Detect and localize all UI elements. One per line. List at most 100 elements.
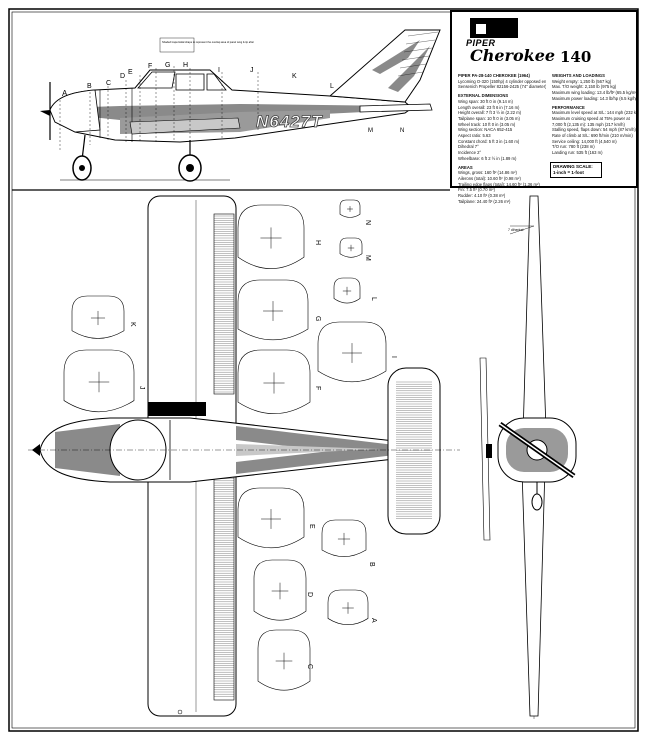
spec-line: Ailerons (total): 10.60 ft² (0.98 m²) — [458, 175, 521, 181]
spec-line: Wings, gross: 160 ft² (14.86 m²) — [458, 170, 517, 176]
spec-line: AREAS — [458, 164, 473, 170]
station-k: K — [292, 73, 297, 80]
spec-line: Wing span: 30 ft 0 in (9.14 m) — [458, 98, 513, 104]
spec-line: Aspect ratio: 5.63 — [458, 133, 491, 139]
rib-label: A — [370, 618, 377, 623]
front-propeller-arc — [499, 423, 575, 477]
drawing-border-inner — [11, 11, 636, 729]
rib-label: D — [306, 592, 313, 597]
spec-line: Max. T/O weight: 2,150 lb (975 kg) — [552, 84, 617, 90]
dihedral-ref-2 — [509, 225, 535, 235]
spec-line: PERFORMANCE — [552, 104, 585, 110]
spec-line: Sensenich Propeller 82156-2425 (74" diam… — [458, 84, 546, 90]
rib-label: I — [390, 356, 397, 358]
front-view: 7 dihedral — [479, 195, 577, 720]
rib-label: K — [129, 322, 136, 327]
rib-label: J — [138, 386, 145, 390]
side-stripe — [60, 104, 405, 120]
spec-line: Fin: 7.5 ft² (0.70 m²) — [458, 187, 495, 193]
rib-label: B — [368, 562, 375, 567]
rib-label: H — [314, 240, 321, 245]
scale-box: DRAWING SCALE: 1-inch = 1-foot — [550, 162, 602, 178]
model-name: Cherokee — [470, 46, 556, 65]
note-box — [159, 37, 195, 53]
spec-line: Wheel track: 10 ft 0 in (3.05 m) — [458, 121, 516, 127]
station-a: A — [62, 89, 68, 98]
drawing-border — [8, 8, 639, 732]
note-text: Shaded trapezoidal shape to represent th… — [162, 40, 254, 44]
piper-logo-icon — [470, 18, 518, 38]
front-stabilator — [479, 357, 491, 541]
rib-label: C — [306, 664, 313, 669]
spec-line: PIPER PA-28-140 CHEROKEE (1964) — [458, 73, 530, 78]
spec-line: WEIGHTS AND LOADINGS — [552, 73, 605, 78]
station-n: N — [400, 128, 404, 134]
fin-stripe-1 — [372, 40, 420, 74]
station-b: B — [87, 83, 92, 90]
rib-label: E — [308, 524, 315, 529]
station-m: M — [368, 128, 373, 134]
spec-line: Landing run: 535 ft (163 m) — [552, 150, 603, 156]
station-f: F — [148, 63, 152, 70]
scale-value: 1-inch = 1-foot — [553, 170, 584, 175]
top-view — [28, 195, 460, 717]
top-stabilator — [387, 367, 441, 535]
spec-line: Service ceiling: 14,000 ft (4,540 m) — [552, 138, 617, 144]
station-i: I — [218, 67, 220, 74]
spec-line: Wheelbase: 6 ft 2 ½ in (1.89 m) — [458, 155, 517, 161]
side-cowl — [49, 89, 101, 133]
stabilator-hatch — [396, 381, 432, 519]
brand-name: PIPER — [466, 38, 496, 48]
scale-label: DRAWING SCALE: — [553, 164, 593, 169]
tip-marker — [177, 709, 183, 715]
spec-line: Lycoming O-320 (150hp) 4 cylinder oppose… — [458, 78, 546, 84]
title-block: PIPER Cherokee 140 PIPER PA-28-140 CHERO… — [450, 10, 638, 204]
model-number: 140 — [560, 48, 592, 66]
spec-line: Weight empty: 1,250 lb (567 kg) — [552, 78, 612, 84]
spec-line: Tailplane: 24.40 ft² (2.26 m²) — [458, 198, 511, 204]
nose-wheel-hub — [79, 165, 85, 171]
rib-label: M — [364, 255, 371, 261]
station-lines — [59, 66, 259, 150]
rib-label: G — [314, 316, 321, 321]
spec-line: Incidence 2° — [458, 150, 482, 156]
spec-line: Length overall: 23 ft 6 in (7.16 m) — [458, 104, 520, 110]
station-h: H — [183, 62, 188, 69]
spec-line: Dihedral 7° — [458, 144, 479, 150]
spec-line: Constant chord: 5 ft 3 in (1.60 m) — [458, 138, 520, 144]
spec-line: Rudder: 4.10 ft² (0.38 m²) — [458, 193, 506, 199]
rib-label: L — [370, 297, 377, 301]
rudder-hatching — [397, 31, 439, 77]
spec-line: T/O run: 780 ft (238 m) — [552, 144, 595, 150]
specs-left-column: PIPER PA-28-140 CHEROKEE (1964)Lycoming … — [458, 70, 546, 204]
spec-line: Maximum cruising speed at 75% power at — [552, 115, 630, 121]
spec-line: Wing section: NACA 652-415 — [458, 127, 513, 133]
spec-line: Tailplane span: 10 ft 0 in (3.05 m) — [458, 115, 520, 121]
spec-line: Maximum power loading: 14.3 lb/hp (6.5 k… — [552, 95, 636, 101]
dihedral-label: 7 dihedral — [508, 228, 524, 232]
station-c: C — [106, 80, 111, 87]
spec-line: Trailing edge flaps (total): 14.60 ft² (… — [458, 181, 540, 187]
spec-line: Maximum level speed at S/L: 144 mph (232… — [552, 110, 636, 116]
front-main-wheel — [486, 444, 492, 458]
trailing-edge-hatch — [214, 215, 234, 697]
rib-label: N — [364, 220, 371, 225]
spec-line: Height overall: 7 ft 3 ½ in (2.22 m) — [458, 110, 522, 116]
side-view: A B C D E F G H I J K L M N Shaded trape… — [40, 29, 441, 182]
spinner — [40, 110, 50, 116]
windshield — [137, 71, 176, 89]
station-e: E — [128, 69, 133, 76]
spec-line: EXTERNAL DIMENSIONS — [458, 93, 509, 99]
station-d: D — [120, 73, 125, 80]
spec-line: Maximum wing loading: 13.4 lb/ft² (65.5 … — [552, 90, 636, 96]
side-stabilator — [359, 103, 433, 113]
main-wheel-hub — [186, 164, 194, 172]
station-j: J — [250, 67, 254, 74]
side-window-2 — [206, 73, 227, 91]
front-nose-wheel — [531, 493, 543, 511]
station-l: L — [330, 83, 334, 90]
walkway — [148, 402, 206, 416]
